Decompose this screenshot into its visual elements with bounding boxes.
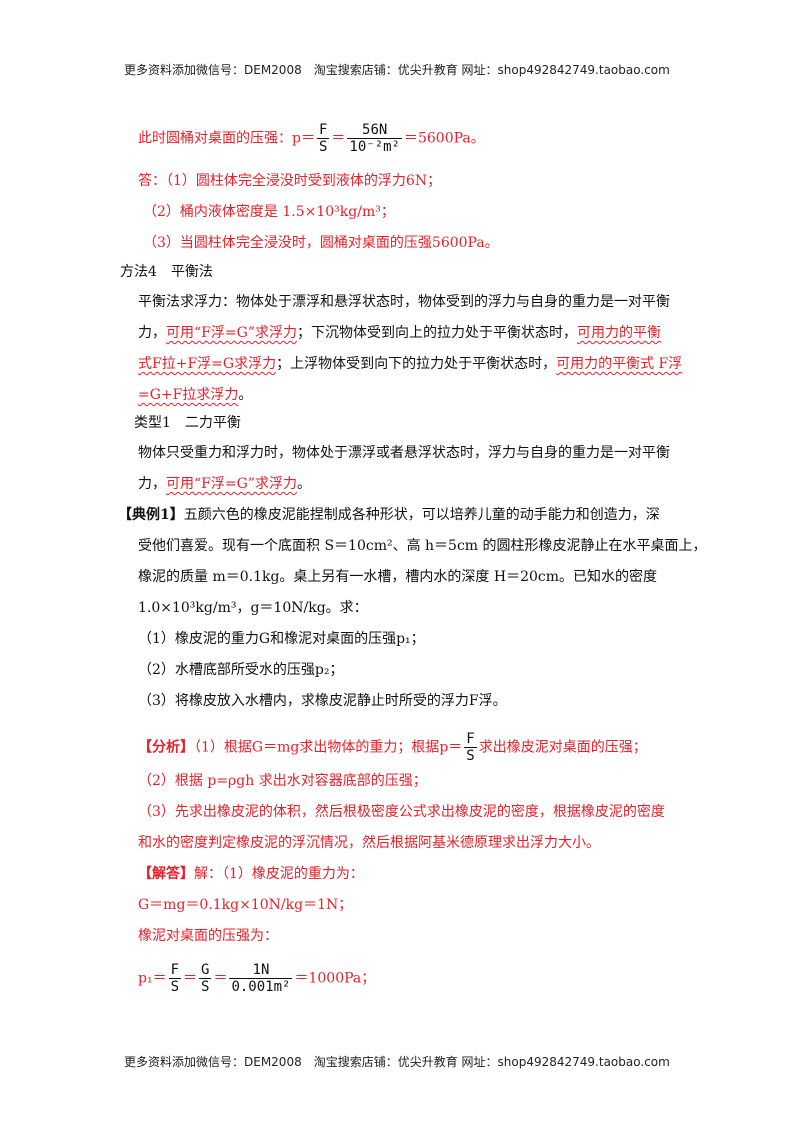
question-2: （2）水槽底部所受水的压强p₂；	[138, 662, 344, 678]
solution-line-3: 橡泥对桌面的压强为：	[138, 928, 278, 944]
method-title: 方法4 平衡法	[120, 264, 213, 280]
type-title: 类型1 二力平衡	[134, 415, 241, 431]
analysis-line-4: 和水的密度判定橡皮泥的浮沉情况，然后根据阿基米德原理求出浮力大小。	[138, 835, 600, 851]
highlight-pull-plus-float: 式F拉+F浮=G求浮力	[138, 356, 277, 372]
analysis-line-2: （2）根据 p=ρgh 求出水对容器底部的压强；	[138, 773, 427, 789]
solution-line-1: 【解答】解：（1）橡皮泥的重力为：	[138, 866, 364, 882]
method-line-3: 式F拉+F浮=G求浮力；上浮物体受到向下的拉力处于平衡状态时，可用力的平衡式 F…	[138, 356, 683, 372]
pressure-prefix: 此时圆桶对桌面的压强：p＝	[138, 130, 315, 147]
answer-line-1: 答：（1）圆柱体完全浸没时受到液体的浮力6N；	[138, 173, 442, 189]
solution-tag: 【解答】	[138, 866, 194, 882]
question-1: （1）橡皮泥的重力G和橡泥对桌面的压强p₁；	[138, 631, 425, 647]
solution-line-2: G＝mg＝0.1kg×10N/kg＝1N；	[138, 897, 353, 913]
highlight-force-balance: 可用力的平衡	[576, 325, 661, 341]
highlight-g-plus-pull: =G+F拉求浮力	[138, 387, 239, 403]
p1-prefix: p₁＝	[138, 970, 167, 987]
highlight-float-eq-g: 可用“F浮=G”求浮力	[166, 325, 297, 341]
example-line-4: 1.0×10³kg/m³，g＝10N/kg。求：	[138, 600, 368, 616]
answer-line-2: （2）桶内液体密度是 1.5×10³kg/m³；	[143, 204, 395, 220]
analysis-tag: 【分析】	[138, 739, 194, 756]
page-header: 更多资料添加微信号：DEM2008 淘宝搜索店铺：优尖升教育 网址：shop49…	[124, 63, 670, 77]
example-tag: 【典例1】	[118, 507, 184, 523]
type-line-2: 力，可用“F浮=G”求浮力。	[138, 476, 311, 492]
example-line-2: 受他们喜爱。现有一个底面积 S＝10cm²、高 h＝5cm 的圆柱形橡皮泥静止在…	[138, 538, 707, 554]
highlight-float-eq-g-2: 可用“F浮=G”求浮力	[166, 476, 297, 492]
method-line-2: 力，可用“F浮=G”求浮力；下沉物体受到向上的拉力处于平衡状态时，可用力的平衡	[138, 325, 661, 341]
analysis-line-3: （3）先求出橡皮泥的体积，然后根极密度公式求出橡皮泥的密度，根据橡皮泥的密度	[138, 804, 665, 820]
answer-line-3: （3）当圆柱体完全浸没时，圆桶对桌面的压强5600Pa。	[143, 235, 499, 251]
p1-result: ＝1000Pa；	[294, 970, 376, 987]
pressure-result: ＝5600Pa。	[403, 130, 485, 147]
method-line-4: =G+F拉求浮力。	[138, 387, 253, 403]
question-3: （3）将橡皮放入水槽内，求橡皮泥静止时所受的浮力F浮。	[138, 693, 507, 709]
example-line-1: 【典例1】五颜六色的橡皮泥能捏制成各种形状，可以培养儿童的动手能力和创造力，深	[118, 507, 660, 523]
page-footer: 更多资料添加微信号：DEM2008 淘宝搜索店铺：优尖升教育 网址：shop49…	[124, 1055, 670, 1069]
example-line-3: 橡泥的质量 m＝0.1kg。桌上另有一水槽，槽内水的深度 H＝20cm。已知水的…	[138, 569, 658, 585]
method-line-1: 平衡法求浮力：物体处于漂浮和悬浮状态时，物体受到的浮力与自身的重力是一对平衡	[138, 294, 670, 310]
type-line-1: 物体只受重力和浮力时，物体处于漂浮或者悬浮状态时，浮力与自身的重力是一对平衡	[138, 445, 670, 461]
highlight-force-balance-2: 可用力的平衡式 F浮	[556, 356, 683, 372]
